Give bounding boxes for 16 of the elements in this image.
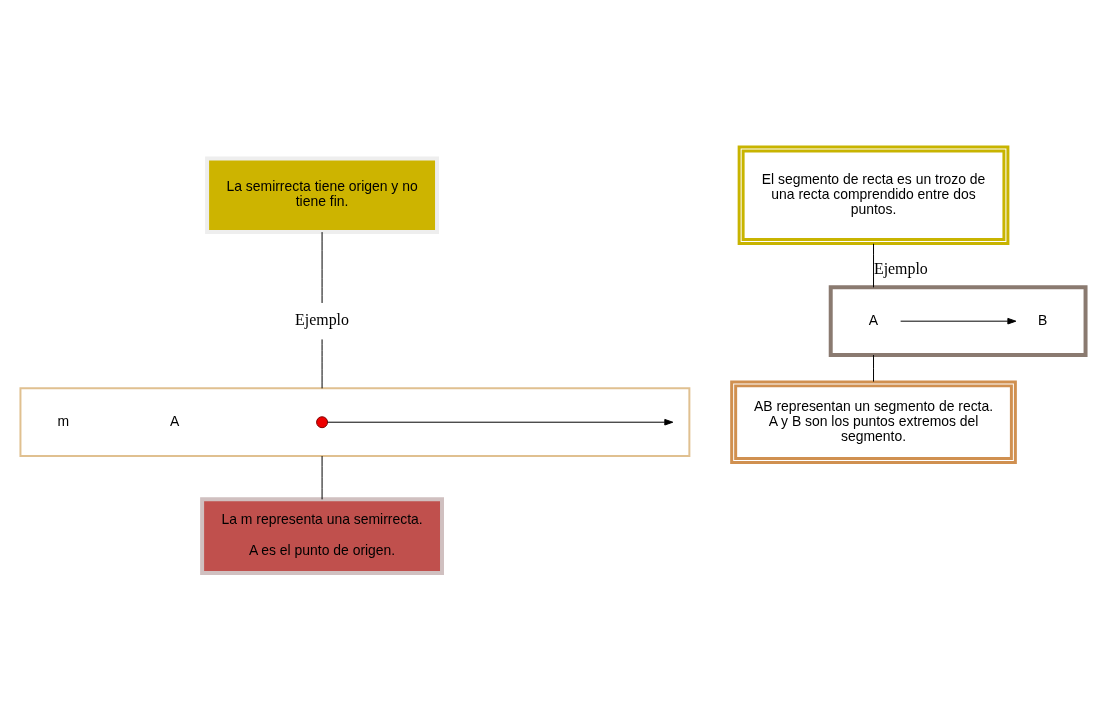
node-box: AB representan un segmento de recta. A y B son los puntos extremos del segmento. (730, 379, 1017, 464)
node-text: A (868, 311, 879, 328)
cluster (19, 386, 691, 457)
cluster (828, 284, 1088, 357)
arrow (900, 317, 1017, 324)
edge-label: Ejemplo (873, 259, 928, 277)
label: m (57, 412, 70, 429)
arrow (327, 418, 674, 425)
label: A (170, 412, 180, 429)
connector (873, 242, 874, 288)
connector (873, 354, 874, 382)
node-box: La semirrecta tiene origen y no tiene fin. (205, 155, 439, 234)
node-box: La m representa una semirrecta. A es el punto de origen. (200, 496, 444, 575)
node-text: B (1038, 311, 1048, 328)
node-text: Ejemplo (295, 310, 350, 328)
node-circle (316, 415, 329, 428)
